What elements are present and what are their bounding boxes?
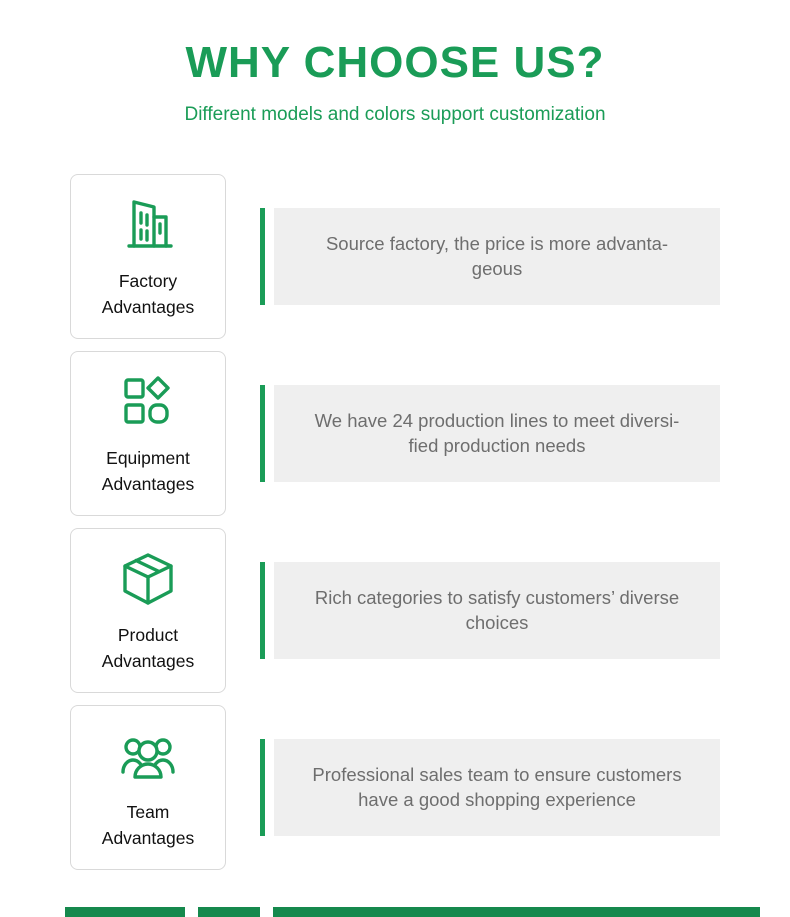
advantage-desc-text: Rich categories to satisfy customers’ di… [274, 562, 720, 660]
advantage-desc-block: Professional sales team to ensure custom… [260, 739, 720, 837]
page-subtitle: Different models and colors support cust… [184, 104, 606, 126]
advantage-desc-text: Professional sales team to ensure custom… [274, 739, 720, 837]
next-section-edge [65, 907, 760, 917]
product-box-icon [116, 547, 180, 611]
footer-bar-segment [198, 907, 260, 917]
advantage-row-equipment: Equipment Advantages We have 24 producti… [70, 351, 720, 517]
accent-bar [260, 208, 265, 306]
advantage-row-factory: Factory Advantages Source factory, the p… [70, 174, 720, 340]
accent-bar [260, 562, 265, 660]
accent-bar [260, 385, 265, 483]
advantage-card-product: Product Advantages [70, 528, 226, 694]
advantage-desc-block: We have 24 production lines to meet dive… [260, 385, 720, 483]
advantage-card-label: Equipment Advantages [101, 448, 195, 494]
advantage-card-label: Factory Advantages [101, 271, 195, 317]
advantage-row-team: Team Advantages Professional sales team … [70, 705, 720, 871]
advantage-card-label: Product Advantages [101, 625, 195, 671]
footer-bar-segment [65, 907, 185, 917]
page-title: WHY CHOOSE US? [185, 38, 605, 87]
advantage-card-equipment: Equipment Advantages [70, 351, 226, 517]
section-header: WHY CHOOSE US? Different models and colo… [0, 0, 790, 126]
advantage-desc-text: We have 24 production lines to meet dive… [274, 385, 720, 483]
factory-icon [116, 193, 180, 257]
advantage-desc-block: Source factory, the price is more advant… [260, 208, 720, 306]
advantage-desc-text: Source factory, the price is more advant… [274, 208, 720, 306]
footer-bar-segment [273, 907, 760, 917]
advantage-desc-block: Rich categories to satisfy customers’ di… [260, 562, 720, 660]
team-icon [116, 724, 180, 788]
equipment-icon [116, 370, 180, 434]
advantage-row-product: Product Advantages Rich categories to sa… [70, 528, 720, 694]
advantage-card-factory: Factory Advantages [70, 174, 226, 340]
accent-bar [260, 739, 265, 837]
advantage-card-team: Team Advantages [70, 705, 226, 871]
advantage-rows: Factory Advantages Source factory, the p… [70, 174, 720, 871]
advantage-card-label: Team Advantages [101, 802, 195, 848]
